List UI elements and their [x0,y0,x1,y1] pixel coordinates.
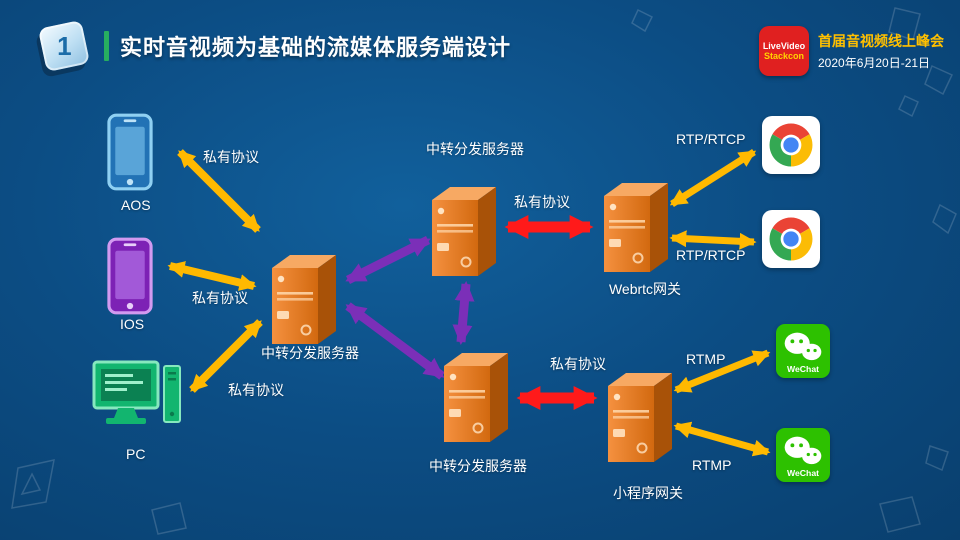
android-phone-icon [104,112,156,192]
device-label-pc: PC [126,446,146,462]
edge-label-private-protocol-ios: 私有协议 [192,290,248,306]
server-label-relay-top: 中转分发服务器 [426,141,524,157]
server-label-webrtc-gateway: Webrtc网关 [608,281,682,297]
server-icon-relay-center [264,248,342,348]
arrow-relay-center-bottom [345,302,445,380]
arrow-ios-relay [167,261,257,291]
decor-polygon [898,95,919,118]
edge-label-private-protocol-pc: 私有协议 [228,382,284,398]
wechat-icon: WeChat [776,324,830,378]
server-label-relay-center: 中转分发服务器 [261,345,359,361]
arrow-webrtc-chrome2 [669,230,757,250]
decor-polygon [925,445,949,472]
page-title: 实时音视频为基础的流媒体服务端设计 [120,35,512,60]
pc-desktop-icon [92,360,186,442]
header: 1 实时音视频为基础的流媒体服务端设计 [37,19,512,73]
server-label-miniprogram-gateway: 小程序网关 [613,485,683,501]
arrow-webrtc-chrome1 [669,149,757,207]
server-icon-relay-top [424,180,502,280]
edge-label-private-protocol-mini: 私有协议 [550,356,606,372]
slide-number-badge: 1 [37,19,91,73]
conference-logo: LiveVideo Stackcon 首届音视频线上峰会 2020年6月20日-… [759,26,944,76]
arrow-relay-top-bottom [452,281,475,345]
title-accent-bar [104,31,109,61]
conference-text: 首届音视频线上峰会 2020年6月20日-21日 [818,31,944,71]
edge-label-rtp-rtcp-bottom: RTP/RTCP [676,247,746,263]
ios-phone-icon [104,236,156,316]
server-icon-relay-bottom [436,346,514,446]
chrome-browser-icon [762,116,820,174]
wechat-label: WeChat [787,468,819,478]
server-label-relay-bottom: 中转分发服务器 [429,458,527,474]
decor-polygon [20,472,42,496]
arrow-relay-center-top [345,235,431,285]
edge-label-rtmp-bottom: RTMP [692,457,732,473]
conference-name: 首届音视频线上峰会 [818,33,944,49]
server-icon-miniprogram-gateway [600,366,678,466]
edge-label-rtp-rtcp-top: RTP/RTCP [676,131,746,147]
wechat-label: WeChat [787,364,819,374]
decor-polygon [151,502,187,535]
arrow-mini-wechat2 [673,421,771,457]
decor-polygon [631,8,654,33]
conference-date: 2020年6月20日-21日 [818,56,931,70]
livevideostack-logo-icon: LiveVideo Stackcon [759,26,809,76]
edge-label-private-protocol-webrtc: 私有协议 [514,194,570,210]
decor-polygon [11,459,55,509]
edge-label-private-protocol-aos: 私有协议 [203,149,259,165]
device-label-aos: AOS [121,197,151,213]
decor-polygon [879,496,921,533]
slide-number: 1 [56,30,72,61]
edge-label-rtmp-top: RTMP [686,351,726,367]
logo-badge-line1: LiveVideo [762,40,806,51]
decor-polygon [932,203,957,235]
wechat-icon: WeChat [776,428,830,482]
chrome-browser-icon [762,210,820,268]
device-label-ios: IOS [120,316,145,332]
logo-badge-line2: Stackcon [763,51,805,61]
server-icon-webrtc-gateway [596,176,674,276]
